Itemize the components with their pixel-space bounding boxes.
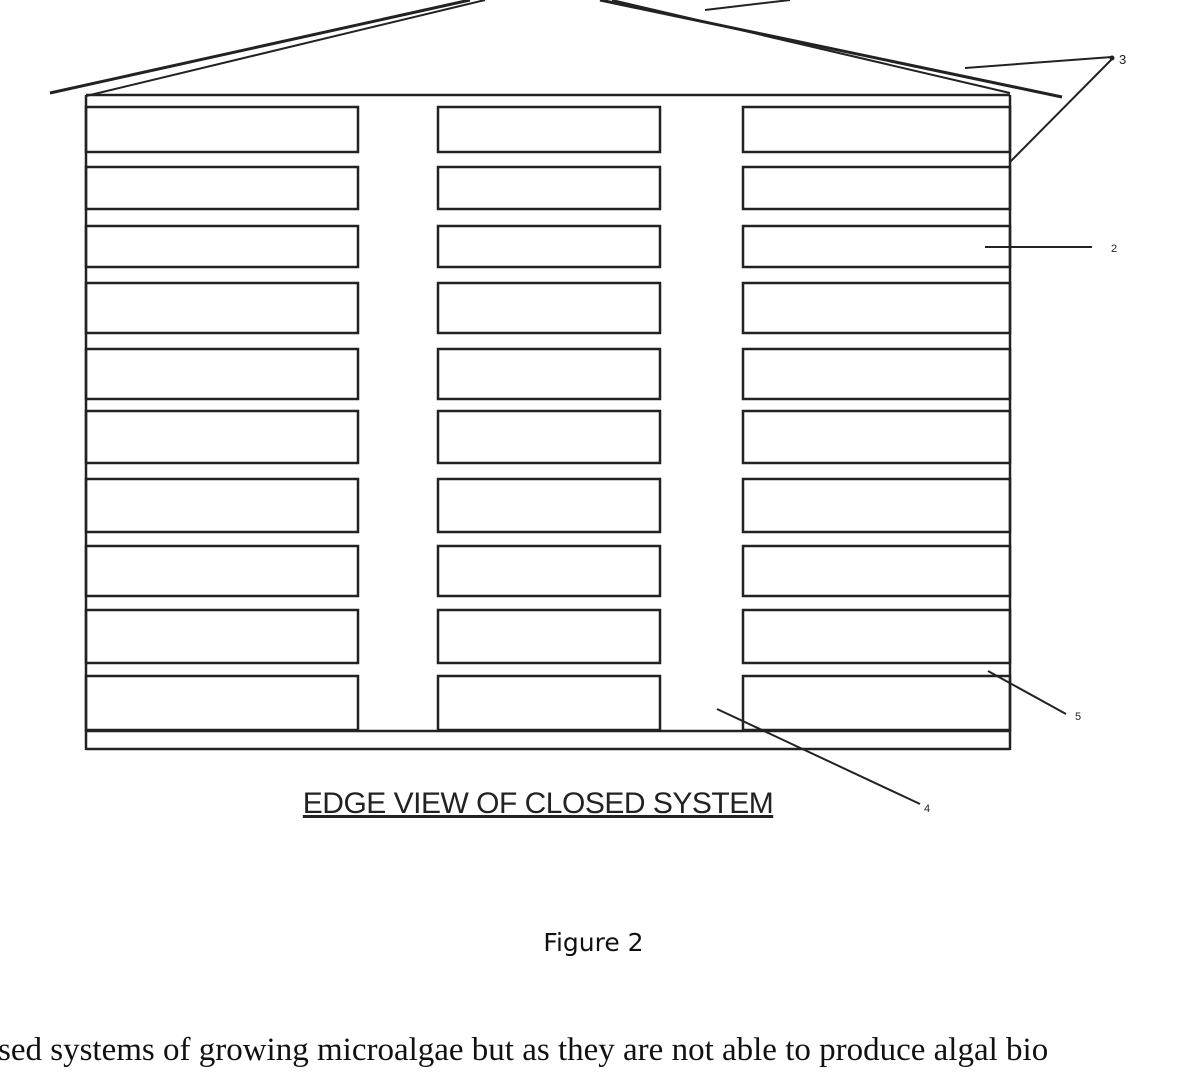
panel-c3-r2 xyxy=(743,167,1010,209)
panel-c3-r1 xyxy=(743,107,1010,152)
panel-c2-r4 xyxy=(438,283,660,333)
panel-c3-r4 xyxy=(743,283,1010,333)
panel-c1-r10 xyxy=(86,676,358,730)
leader-3-frame xyxy=(1010,59,1112,162)
roof-left-lower-edge xyxy=(86,0,485,96)
panel-c3-r6 xyxy=(743,411,1010,463)
panel-c2-r5 xyxy=(438,349,660,399)
figure-caption: Figure 2 xyxy=(0,928,1187,957)
roof-right-lower-edge xyxy=(612,0,1010,93)
panel-c1-r5 xyxy=(86,349,358,399)
panel-c3-r7 xyxy=(743,479,1010,532)
roof-ridge-mark xyxy=(705,0,790,10)
label-2: 2 xyxy=(1111,243,1117,255)
diagram-title: EDGE VIEW OF CLOSED SYSTEM xyxy=(303,787,773,820)
panel-c1-r6 xyxy=(86,411,358,463)
panel-c1-r9 xyxy=(86,610,358,663)
leader-3-roof xyxy=(965,57,1112,68)
panel-c1-r7 xyxy=(86,479,358,532)
body-text: sed systems of growing microalgae but as… xyxy=(0,1032,1048,1069)
panel-c2-r1 xyxy=(438,107,660,152)
panel-c2-r10 xyxy=(438,676,660,730)
panel-c3-r10 xyxy=(743,676,1010,730)
label-4: 4 xyxy=(924,803,930,815)
panel-c2-r2 xyxy=(438,167,660,209)
label-3: 3 xyxy=(1119,52,1126,67)
label-5: 5 xyxy=(1075,711,1081,723)
roof-right-upper-edge xyxy=(600,0,1062,97)
leader-lines xyxy=(717,57,1112,804)
panel-c2-r9 xyxy=(438,610,660,663)
roof xyxy=(50,0,1062,97)
leader-3-dot xyxy=(1110,56,1115,61)
panel-grid xyxy=(86,107,1010,730)
panel-c2-r6 xyxy=(438,411,660,463)
leader-5 xyxy=(988,671,1066,714)
panel-c3-r3 xyxy=(743,226,1010,267)
panel-c2-r8 xyxy=(438,546,660,596)
outer-frame xyxy=(86,95,1010,750)
panel-c1-r4 xyxy=(86,283,358,333)
roof-left-upper-edge xyxy=(50,0,470,93)
panel-c1-r2 xyxy=(86,167,358,209)
panel-c3-r8 xyxy=(743,546,1010,596)
panel-c3-r9 xyxy=(743,610,1010,663)
panel-c1-r3 xyxy=(86,226,358,267)
panel-c1-r8 xyxy=(86,546,358,596)
panel-c1-r1 xyxy=(86,107,358,152)
panel-c3-r5 xyxy=(743,349,1010,399)
panel-c2-r3 xyxy=(438,226,660,267)
panel-c2-r7 xyxy=(438,479,660,532)
